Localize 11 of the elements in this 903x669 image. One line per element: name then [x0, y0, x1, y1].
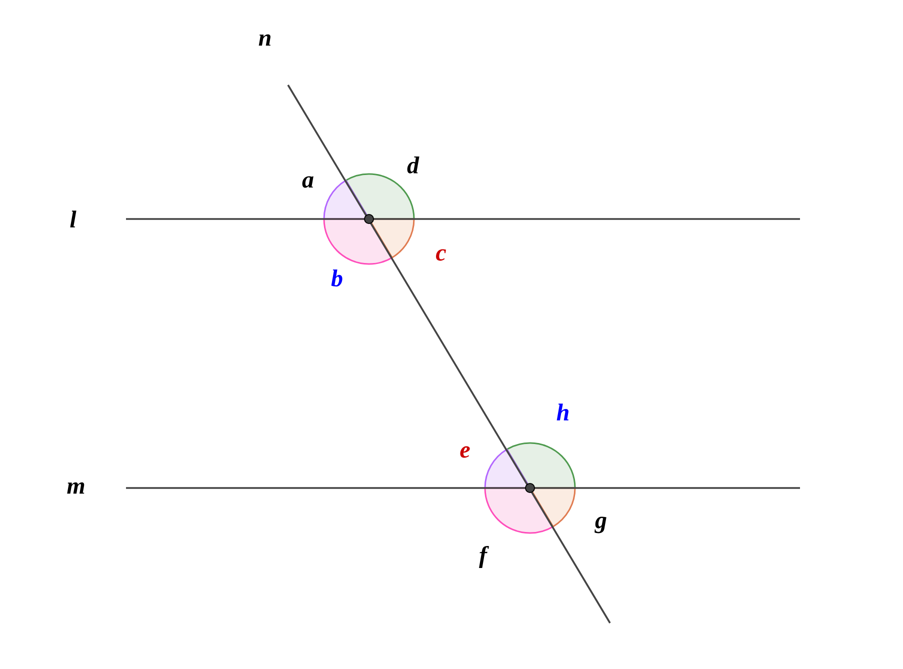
line-label: n — [258, 34, 270, 46]
line-label: l — [70, 210, 76, 228]
angle-label: a — [302, 176, 314, 188]
angle-label: b — [331, 270, 342, 286]
angle-label: c — [436, 249, 446, 261]
angle-label: g — [594, 516, 606, 534]
angle-label: f — [479, 546, 489, 568]
line-label: m — [67, 482, 84, 494]
angle-label: e — [460, 446, 470, 458]
angle-label: d — [407, 156, 420, 174]
angle-label: h — [556, 404, 568, 420]
